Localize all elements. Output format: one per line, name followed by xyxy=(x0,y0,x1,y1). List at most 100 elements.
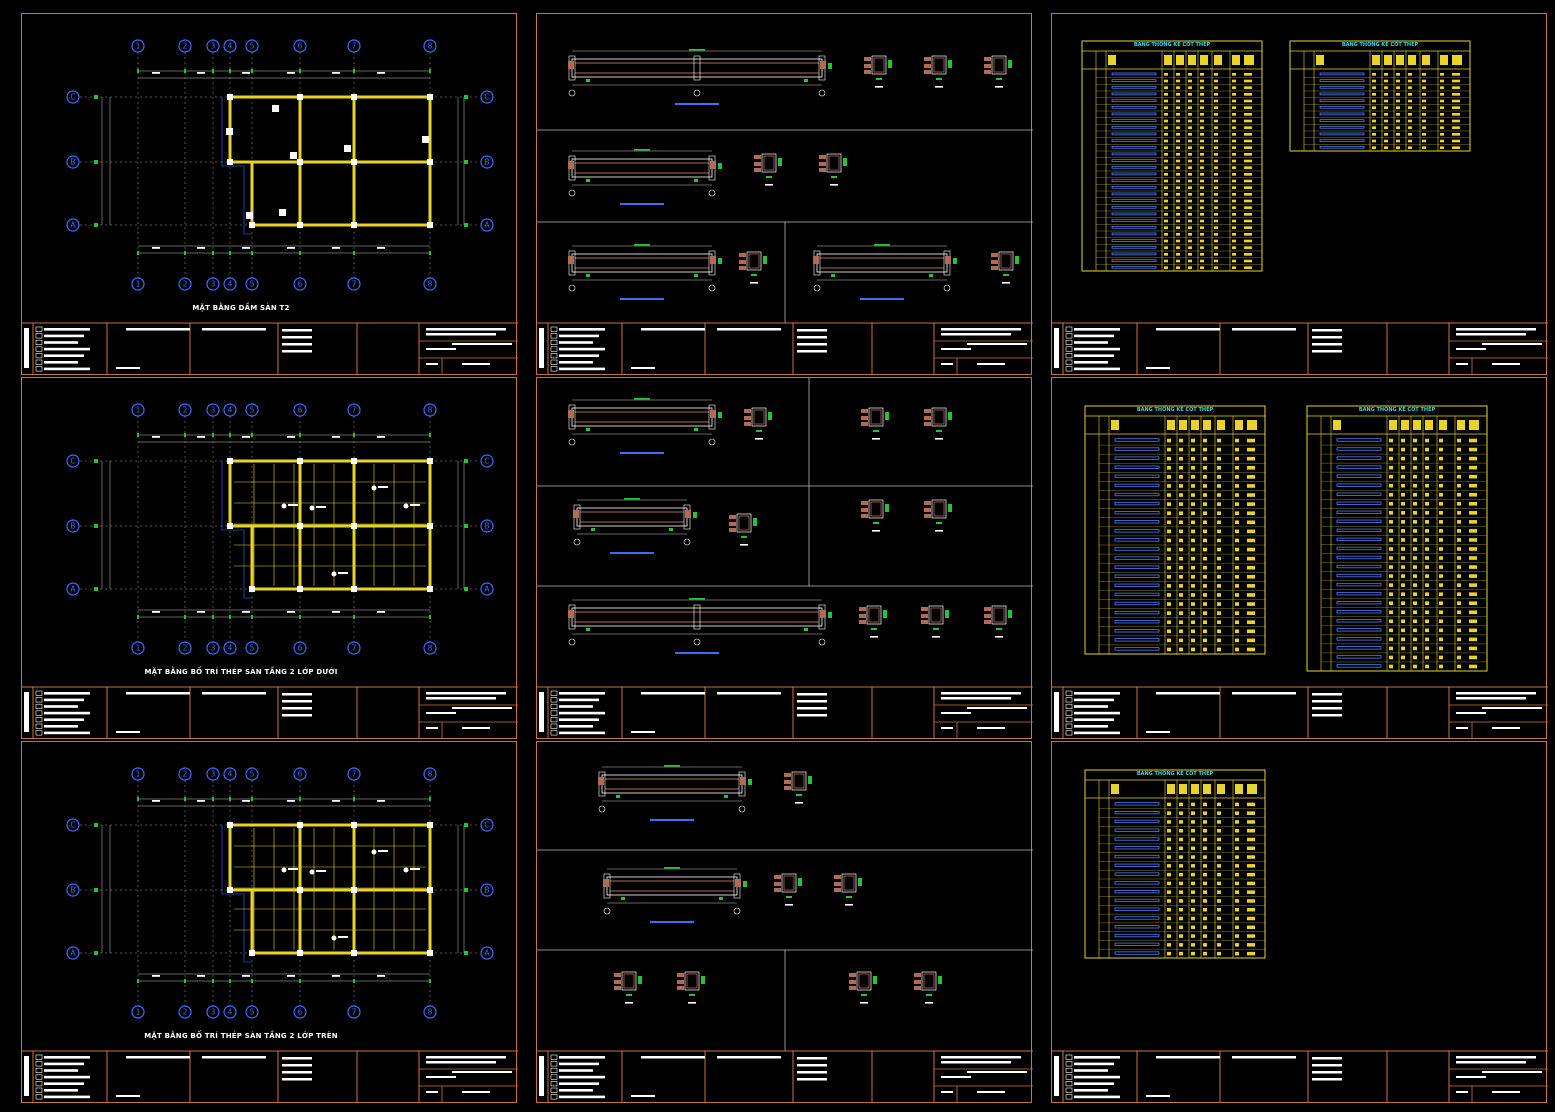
detail-sheet-2 xyxy=(536,377,1033,739)
grid-axis-top-1: 1 xyxy=(136,770,141,779)
grid-axis-top-6: 6 xyxy=(298,42,303,51)
schedule-table-title: BẢNG THỐNG KÊ CỐT THÉP xyxy=(1341,42,1419,48)
grid-axis-top-7: 7 xyxy=(352,42,357,51)
grid-axis-bottom-4: 4 xyxy=(228,280,233,289)
grid-axis-left-A: A xyxy=(70,585,76,594)
grid-axis-top-8: 8 xyxy=(428,406,433,415)
schedule-sheet-3: BẢNG THỐNG KÊ CỐT THÉP xyxy=(1051,741,1548,1103)
grid-axis-top-5: 5 xyxy=(250,42,255,51)
grid-axis-right-B: B xyxy=(484,886,489,895)
grid-axis-right-A: A xyxy=(484,949,490,958)
grid-axis-top-6: 6 xyxy=(298,406,303,415)
grid-axis-right-A: A xyxy=(484,585,490,594)
grid-axis-top-2: 2 xyxy=(183,42,188,51)
grid-axis-right-C: C xyxy=(484,457,489,466)
grid-axis-bottom-7: 7 xyxy=(352,1008,357,1017)
title-block xyxy=(22,322,518,374)
grid-axis-bottom-6: 6 xyxy=(298,280,303,289)
rebar-schedule-table xyxy=(1084,769,1266,959)
grid-axis-bottom-3: 3 xyxy=(211,280,216,289)
grid-axis-top-4: 4 xyxy=(228,770,233,779)
grid-axis-bottom-5: 5 xyxy=(250,280,255,289)
beam-details xyxy=(537,765,1033,1051)
title-block xyxy=(1052,322,1548,374)
grid-axis-right-A: A xyxy=(484,221,490,230)
grid-axis-left-C: C xyxy=(70,93,75,102)
grid-axis-top-2: 2 xyxy=(183,406,188,415)
grid-axis-left-B: B xyxy=(70,522,75,531)
beam-details xyxy=(537,49,1033,323)
grid-axis-top-3: 3 xyxy=(211,42,216,51)
grid-axis-top-8: 8 xyxy=(428,42,433,51)
schedule-table-title: BẢNG THỐNG KÊ CỐT THÉP xyxy=(1136,407,1214,413)
title-block xyxy=(537,322,1033,374)
grid-axis-top-5: 5 xyxy=(250,406,255,415)
grid-axis-top-1: 1 xyxy=(136,42,141,51)
grid-axis-left-C: C xyxy=(70,457,75,466)
title-block xyxy=(1052,686,1548,738)
plan-title: MẶT BẰNG BỐ TRÍ THÉP SÀN TẦNG 2 LỚP TRÊN xyxy=(144,1032,338,1040)
grid-axis-right-B: B xyxy=(484,158,489,167)
grid-axis-left-C: C xyxy=(70,821,75,830)
plan-title: MẶT BẰNG BỐ TRÍ THÉP SÀN TẦNG 2 LỚP DƯỚI xyxy=(144,668,338,676)
grid-axis-right-B: B xyxy=(484,522,489,531)
grid-axis-bottom-7: 7 xyxy=(352,280,357,289)
grid-axis-bottom-2: 2 xyxy=(183,644,188,653)
plan-title: MẶT BẰNG DẦM SÀN T2 xyxy=(192,304,290,312)
grid-axis-right-C: C xyxy=(484,821,489,830)
detail-sheet-3 xyxy=(536,741,1033,1103)
schedule-table-title: BẢNG THỐNG KÊ CỐT THÉP xyxy=(1136,771,1214,777)
schedule-sheet-1: BẢNG THỐNG KÊ CỐT THÉP BẢNG THỐNG KÊ CỐT … xyxy=(1051,13,1548,375)
title-block xyxy=(1052,1050,1548,1102)
grid-axis-bottom-6: 6 xyxy=(298,1008,303,1017)
grid-axis-top-4: 4 xyxy=(228,406,233,415)
title-block xyxy=(22,686,518,738)
grid-axis-bottom-3: 3 xyxy=(211,644,216,653)
grid-axis-top-7: 7 xyxy=(352,406,357,415)
grid-axis-top-2: 2 xyxy=(183,770,188,779)
grid-axis-top-4: 4 xyxy=(228,42,233,51)
grid-axis-top-1: 1 xyxy=(136,406,141,415)
grid-axis-bottom-2: 2 xyxy=(183,280,188,289)
schedule-table-title: BẢNG THỐNG KÊ CỐT THÉP xyxy=(1358,407,1436,413)
grid-axis-top-5: 5 xyxy=(250,770,255,779)
grid-axis-bottom-8: 8 xyxy=(428,280,433,289)
grid-axis-top-7: 7 xyxy=(352,770,357,779)
title-block xyxy=(537,1050,1033,1102)
rebar-schedule-table xyxy=(1081,40,1263,272)
grid-axis-bottom-1: 1 xyxy=(136,644,141,653)
grid-axis-bottom-2: 2 xyxy=(183,1008,188,1017)
schedule-table-title: BẢNG THỐNG KÊ CỐT THÉP xyxy=(1133,42,1211,48)
grid-axis-top-3: 3 xyxy=(211,770,216,779)
detail-sheet-1 xyxy=(536,13,1033,375)
grid-axis-right-C: C xyxy=(484,93,489,102)
beam-details xyxy=(537,378,1033,654)
schedule-sheet-2: BẢNG THỐNG KÊ CỐT THÉP BẢNG THỐNG KÊ CỐT … xyxy=(1051,377,1548,739)
rebar-schedule-table xyxy=(1084,405,1266,655)
grid-axis-bottom-8: 8 xyxy=(428,644,433,653)
grid-axis-top-3: 3 xyxy=(211,406,216,415)
grid-axis-bottom-5: 5 xyxy=(250,644,255,653)
grid-axis-bottom-1: 1 xyxy=(136,1008,141,1017)
grid-axis-bottom-5: 5 xyxy=(250,1008,255,1017)
grid-axis-bottom-8: 8 xyxy=(428,1008,433,1017)
title-block xyxy=(22,1050,518,1102)
grid-axis-left-A: A xyxy=(70,949,76,958)
grid-axis-bottom-3: 3 xyxy=(211,1008,216,1017)
grid-axis-left-A: A xyxy=(70,221,76,230)
grid-axis-left-B: B xyxy=(70,158,75,167)
grid-axis-bottom-1: 1 xyxy=(136,280,141,289)
rebar-schedule-table xyxy=(1306,405,1488,672)
grid-axis-bottom-4: 4 xyxy=(228,1008,233,1017)
grid-axis-bottom-4: 4 xyxy=(228,644,233,653)
grid-axis-left-B: B xyxy=(70,886,75,895)
grid-axis-bottom-7: 7 xyxy=(352,644,357,653)
grid-axis-bottom-6: 6 xyxy=(298,644,303,653)
rebar-schedule-table xyxy=(1289,40,1471,152)
